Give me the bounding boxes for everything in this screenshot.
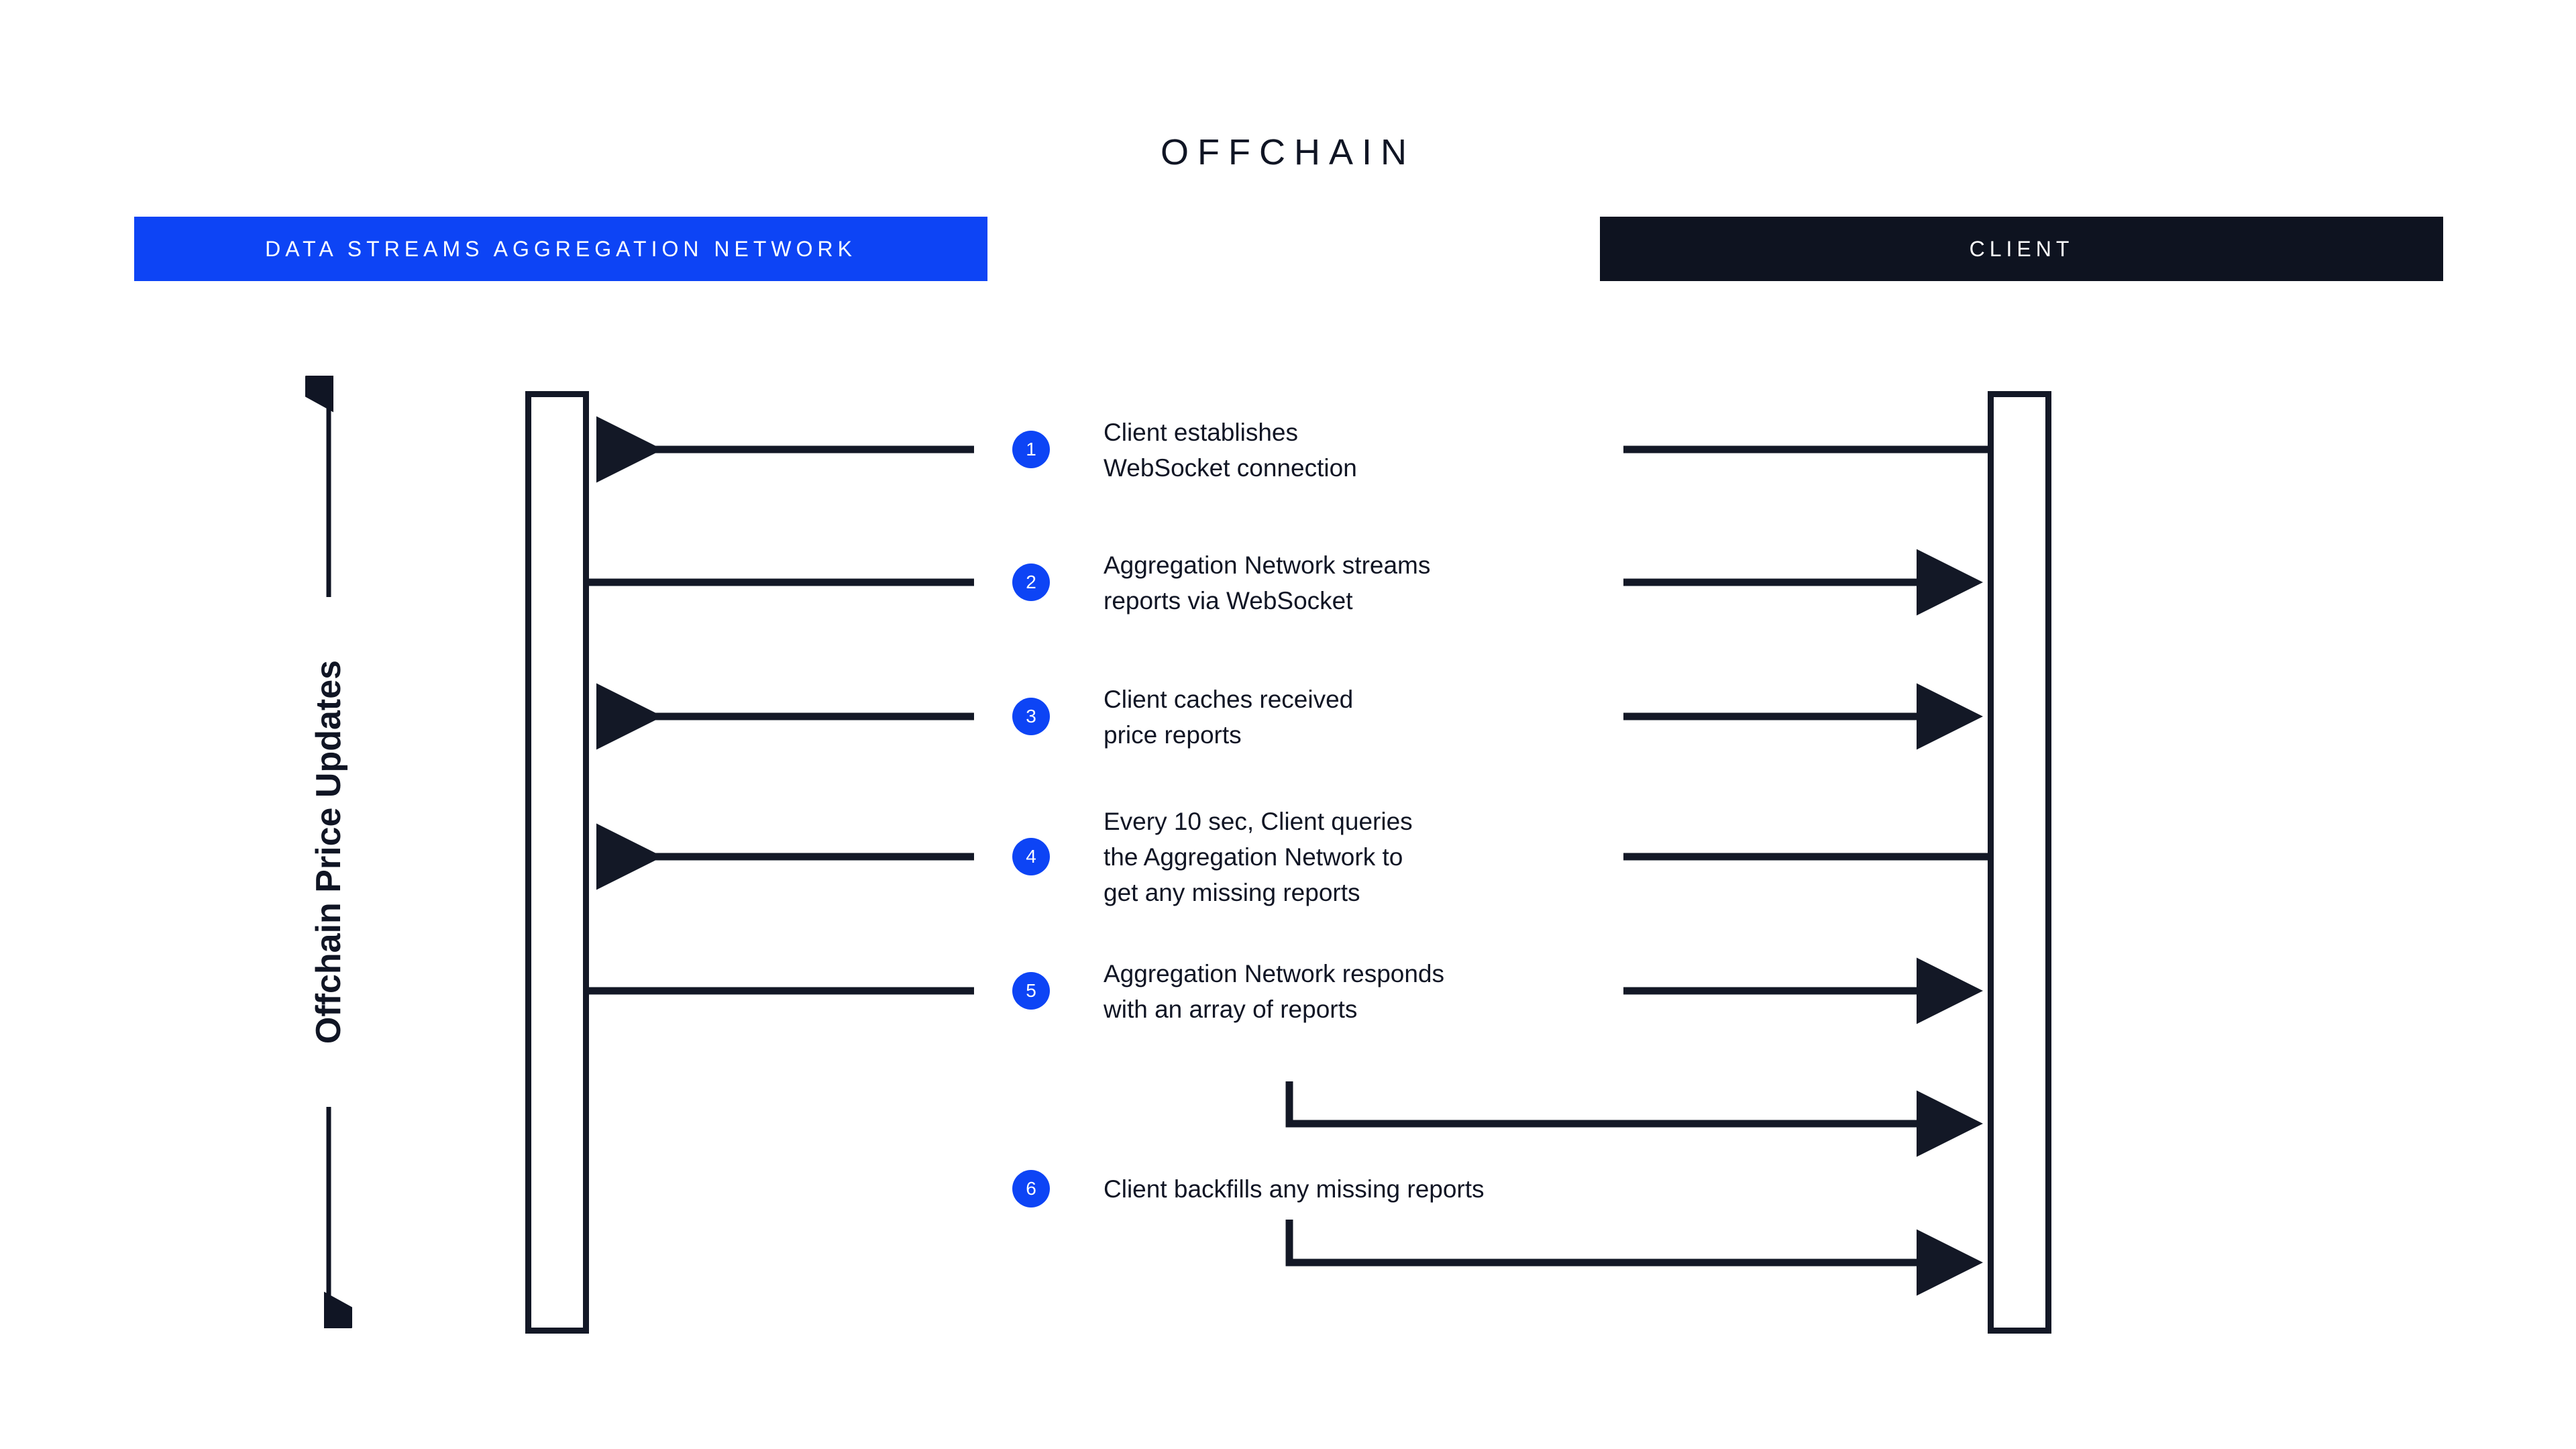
lifeline-client — [1988, 391, 2051, 1334]
step-number-6: 6 — [1026, 1178, 1036, 1199]
arrow-step6-bottom — [1285, 1220, 1983, 1296]
step-text-4: Every 10 sec, Client queries the Aggrega… — [1104, 808, 1413, 906]
step-badge-1: 1 — [1012, 431, 1050, 468]
step-number-4: 4 — [1026, 846, 1036, 867]
step-badge-6: 6 — [1012, 1170, 1050, 1208]
vertical-double-arrow-icon — [305, 376, 352, 1328]
step-badge-4: 4 — [1012, 838, 1050, 875]
step-badge-5: 5 — [1012, 972, 1050, 1010]
arrow-step6-top — [1285, 1081, 1983, 1157]
step-number-3: 3 — [1026, 706, 1036, 727]
step-text-6: Client backfills any missing reports — [1104, 1175, 1485, 1203]
page-title: OFFCHAIN — [1161, 132, 1415, 172]
time-axis-label: Offchain Price Updates — [309, 659, 348, 1044]
step-badge-2: 2 — [1012, 564, 1050, 601]
time-axis: Offchain Price Updates — [282, 376, 376, 1328]
step-number-5: 5 — [1026, 980, 1036, 1001]
step-text-5: Aggregation Network responds with an arr… — [1104, 960, 1445, 1023]
step-number-2: 2 — [1026, 572, 1036, 592]
step-number-1: 1 — [1026, 439, 1036, 460]
step-badge-3: 3 — [1012, 698, 1050, 735]
lifeline-aggregation-network — [525, 391, 589, 1334]
step-text-2: Aggregation Network streams reports via … — [1104, 551, 1431, 614]
step-text-1: Client establishes WebSocket connection — [1104, 419, 1357, 482]
step-text-3: Client caches received price reports — [1104, 686, 1354, 749]
lane-header-aggregation-network: DATA STREAMS AGGREGATION NETWORK — [134, 217, 987, 281]
lane-header-client: CLIENT — [1600, 217, 2443, 281]
